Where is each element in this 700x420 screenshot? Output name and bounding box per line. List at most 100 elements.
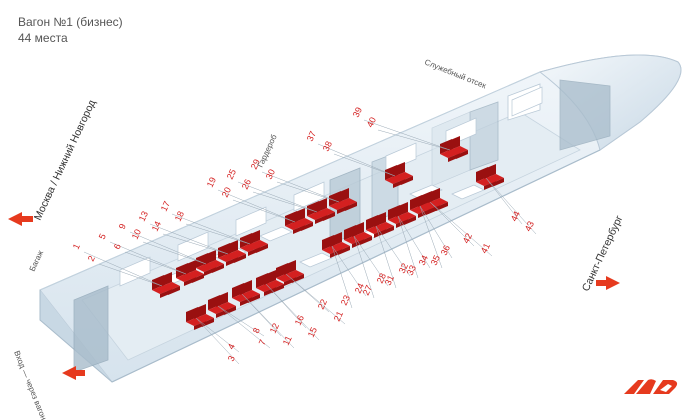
leader-line [195, 317, 240, 365]
seat-pair[interactable] [344, 222, 372, 248]
seat-number-35[interactable]: 35 [429, 254, 442, 267]
seat-number-9[interactable]: 9 [117, 222, 128, 231]
seat-pair[interactable] [152, 272, 180, 298]
seat-number-44[interactable]: 44 [509, 210, 522, 223]
seat-number-22[interactable]: 22 [316, 298, 329, 311]
seat-pair[interactable] [366, 212, 394, 238]
leader-line [265, 283, 307, 329]
seat-number-21[interactable]: 21 [332, 310, 345, 323]
seat-pair[interactable] [196, 250, 224, 276]
seat-number-15[interactable]: 15 [306, 326, 319, 339]
seat-number-43[interactable]: 43 [523, 220, 536, 233]
leader-line [217, 305, 271, 349]
seat-number-33[interactable]: 33 [405, 264, 418, 277]
window [511, 86, 543, 117]
leader-line [331, 245, 367, 297]
leader-line [129, 231, 207, 265]
seat-number-40[interactable]: 40 [365, 116, 378, 129]
seat-number-17[interactable]: 17 [159, 200, 172, 213]
seat-number-27[interactable]: 27 [361, 284, 374, 297]
leader-line [485, 177, 537, 235]
seat-pair[interactable] [385, 162, 413, 188]
seat-pair[interactable] [307, 198, 335, 224]
leader-line [265, 283, 320, 341]
seat-number-23[interactable]: 23 [339, 294, 352, 307]
seat-pair[interactable] [276, 260, 304, 286]
seat-number-16[interactable]: 16 [293, 314, 306, 327]
seat-count: 44 места [18, 31, 68, 45]
leader-line [485, 177, 523, 225]
seat-pair[interactable] [476, 164, 504, 190]
seat-number-32[interactable]: 32 [397, 262, 410, 275]
seat-number-11[interactable]: 11 [281, 334, 294, 347]
direction-left: Москва / Нижний Новгород [8, 98, 98, 226]
seat-pair[interactable] [208, 292, 236, 318]
seat-number-12[interactable]: 12 [268, 322, 281, 335]
seat-number-38[interactable]: 38 [321, 140, 334, 153]
seat-pair[interactable] [440, 136, 468, 162]
seat-pair[interactable] [285, 208, 313, 234]
seat-pair[interactable] [256, 270, 284, 296]
leader-line [375, 225, 411, 277]
seat-number-41[interactable]: 41 [479, 242, 492, 255]
seat-number-26[interactable]: 26 [240, 178, 253, 191]
leader-line [331, 245, 353, 309]
leader-line [353, 235, 389, 287]
seat-pair[interactable] [329, 188, 357, 214]
seat-pair[interactable] [186, 304, 214, 330]
seat-number-30[interactable]: 30 [264, 168, 277, 181]
seat-number-10[interactable]: 10 [130, 228, 143, 241]
seat-number-24[interactable]: 24 [353, 282, 366, 295]
seat-pair[interactable] [218, 240, 246, 266]
seat-number-19[interactable]: 19 [205, 176, 218, 189]
entrance-arrow-icon [62, 366, 76, 380]
seat-pair[interactable] [240, 230, 268, 256]
direction-left-label: Москва / Нижний Новгород [32, 98, 98, 222]
seat-number-2[interactable]: 2 [86, 254, 97, 263]
seat-pair[interactable] [232, 280, 260, 306]
leader-line [162, 233, 229, 255]
seat-number-25[interactable]: 25 [225, 168, 238, 181]
seat-number-7[interactable]: 7 [257, 338, 268, 347]
leader-line [195, 317, 240, 353]
leader-line [217, 189, 296, 223]
seat-number-6[interactable]: 6 [112, 242, 123, 251]
seat-number-1[interactable]: 1 [71, 242, 82, 251]
seat-number-29[interactable]: 29 [249, 158, 262, 171]
arrow-left-shaft [21, 216, 33, 222]
car-title: Вагон №1 (бизнес) [18, 15, 123, 29]
seat-number-37[interactable]: 37 [305, 130, 318, 143]
leader-line [261, 171, 340, 203]
car-title-block: Вагон №1 (бизнес) 44 места [18, 14, 123, 46]
seat-number-31[interactable]: 31 [383, 274, 396, 287]
leader-line [252, 191, 318, 213]
window [235, 206, 267, 237]
seat-pair[interactable] [420, 188, 448, 214]
seat-number-36[interactable]: 36 [439, 244, 452, 257]
seat-number-13[interactable]: 13 [137, 210, 150, 223]
seat-number-34[interactable]: 34 [417, 254, 430, 267]
arrow-right-shaft [596, 280, 608, 286]
seat-number-20[interactable]: 20 [220, 186, 233, 199]
leader-line [285, 273, 330, 313]
seat-pair[interactable] [388, 202, 416, 228]
seat-number-8[interactable]: 8 [251, 326, 262, 335]
direction-right: Санкт-Петербург [580, 213, 626, 293]
seat-number-28[interactable]: 28 [375, 272, 388, 285]
arrow-right-icon [606, 276, 620, 290]
seat-number-3[interactable]: 3 [226, 354, 237, 363]
seats [152, 136, 504, 330]
seat-number-4[interactable]: 4 [226, 342, 237, 351]
seat-pair[interactable] [322, 232, 350, 258]
leader-line [171, 213, 251, 245]
seat-number-5[interactable]: 5 [97, 232, 108, 241]
leader-line [317, 143, 396, 177]
seat-number-14[interactable]: 14 [150, 220, 163, 233]
leader-line [185, 223, 251, 245]
seat-number-42[interactable]: 42 [461, 232, 474, 245]
seat-number-39[interactable]: 39 [351, 106, 364, 119]
seat-number-18[interactable]: 18 [173, 210, 186, 223]
seat-pair[interactable] [176, 260, 204, 286]
rzd-logo-icon [624, 379, 678, 394]
